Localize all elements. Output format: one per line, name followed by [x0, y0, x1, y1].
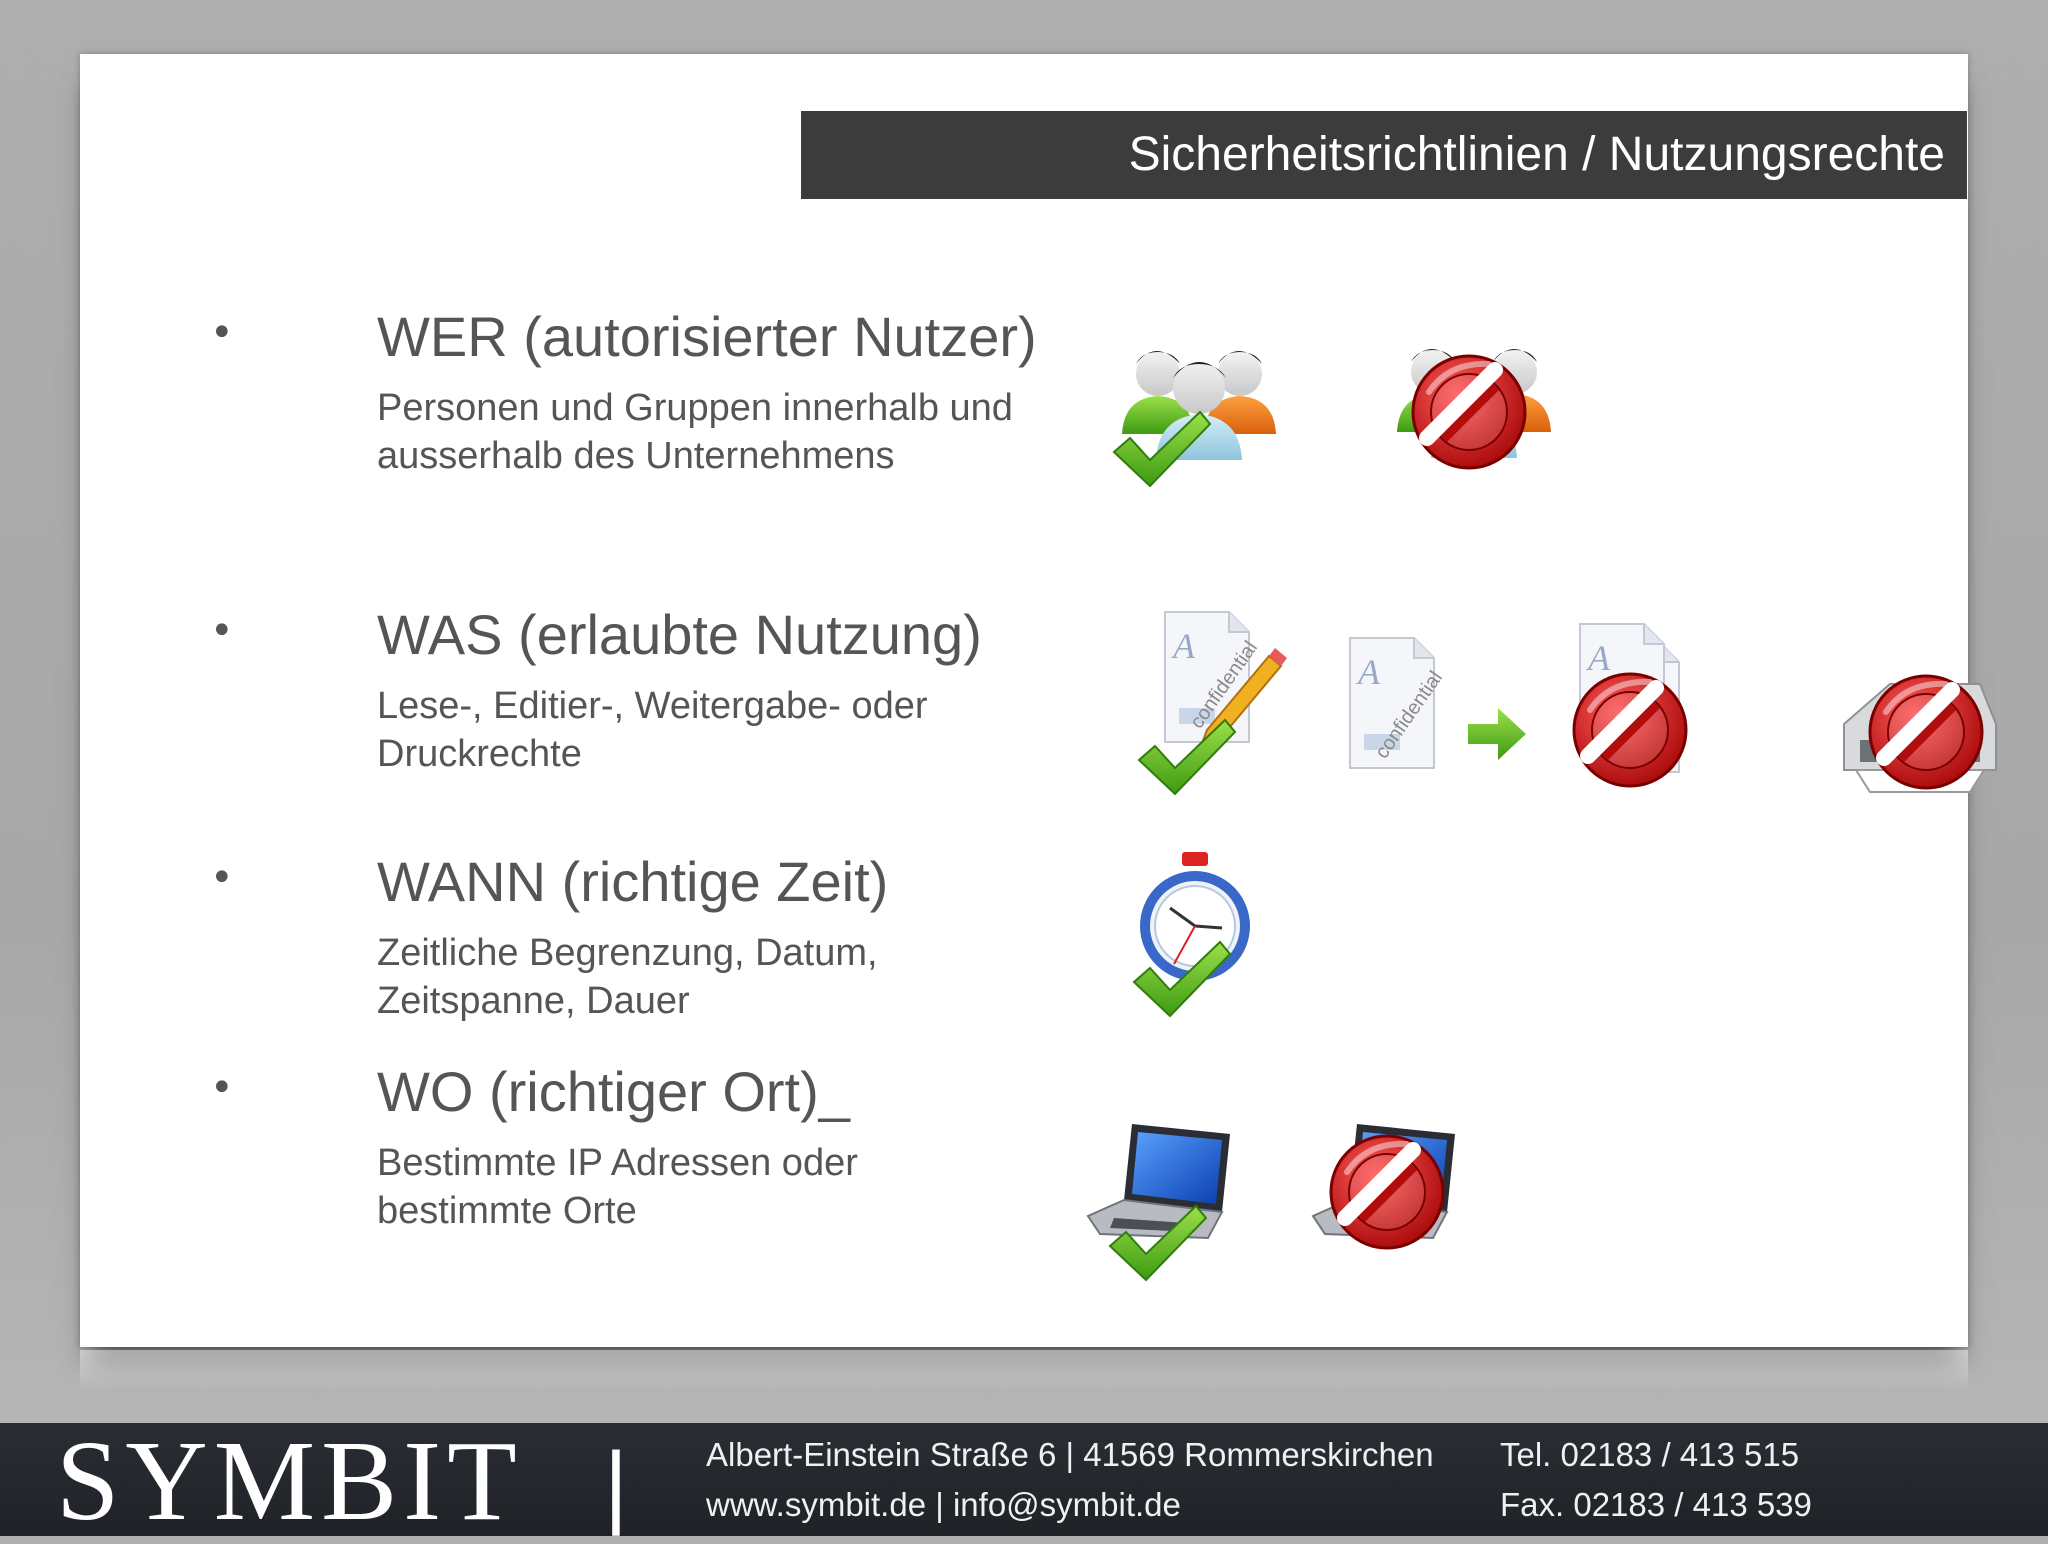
stopwatch-allowed-icon [1133, 852, 1250, 1017]
description-line: bestimmte Orte [377, 1190, 637, 1232]
section-description: Personen und Gruppen innerhalb und ausse… [377, 384, 1097, 480]
company-logo: SYMBIT [56, 1417, 523, 1544]
description-line: Lese-, Editier-, Weitergabe- oder [377, 685, 928, 727]
section-heading: WER (autorisierter Nutzer) [377, 305, 1037, 368]
users-allowed-icon [1113, 351, 1276, 487]
document-edit-allowed-icon: confidential [1138, 611, 1287, 795]
description-line: Zeitspanne, Dauer [377, 980, 690, 1022]
section-description: Bestimmte IP Adressen oder bestimmte Ort… [377, 1139, 1097, 1235]
laptop-allowed-icon [1086, 1124, 1230, 1281]
footer-web: www.symbit.de | info@symbit.de [706, 1486, 1181, 1523]
section-heading: WO (richtiger Ort)_ [377, 1060, 850, 1123]
description-line: Personen und Gruppen innerhalb und [377, 387, 1013, 429]
print-denied-icon [1843, 654, 1997, 814]
bullet-point: • [210, 608, 234, 654]
description-line: Zeitliche Begrenzung, Datum, [377, 932, 878, 974]
footer: SYMBIT | Albert-Einstein Straße 6 | 4156… [0, 1421, 2048, 1541]
bullet-point: • [210, 1065, 234, 1111]
section-description: Zeitliche Begrenzung, Datum, Zeitspanne,… [377, 929, 1097, 1025]
footer-address: Albert-Einstein Straße 6 | 41569 Rommers… [706, 1436, 1434, 1473]
users-denied-icon [1397, 332, 1551, 512]
bullet-point: • [210, 310, 234, 356]
document-share-denied-icon: confidential [1349, 623, 1740, 822]
title-bar: Sicherheitsrichtlinien / Nutzungsrechte [801, 111, 1967, 199]
footer-fax: Fax. 02183 / 413 539 [1500, 1486, 1812, 1523]
section-heading: WANN (richtige Zeit) [377, 850, 889, 913]
section-heading: WAS (erlaubte Nutzung) [377, 603, 982, 666]
laptop-denied-icon [1311, 1124, 1455, 1294]
footer-tel: Tel. 02183 / 413 515 [1500, 1436, 1800, 1473]
slide: Sicherheitsrichtlinien / Nutzungsrechte … [80, 54, 1997, 1347]
bullet-point: • [210, 855, 234, 901]
description-line: ausserhalb des Unternehmens [377, 435, 895, 477]
page-title: Sicherheitsrichtlinien / Nutzungsrechte [1128, 128, 1945, 181]
description-line: Druckrechte [377, 733, 582, 775]
logo-separator: | [604, 1434, 628, 1536]
section-description: Lese-, Editier-, Weitergabe- oder Druckr… [377, 682, 1097, 778]
slide-reflection [80, 1350, 1968, 1392]
description-line: Bestimmte IP Adressen oder [377, 1142, 858, 1184]
